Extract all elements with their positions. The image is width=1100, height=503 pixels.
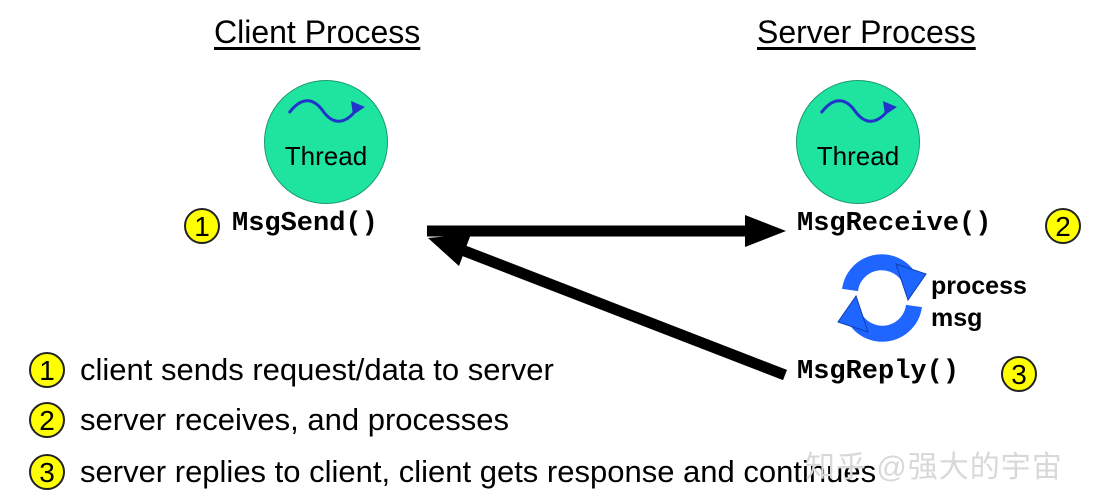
legend-2-badge: 2	[29, 402, 65, 438]
thread-wave-icon	[819, 99, 897, 123]
client-thread-circle: Thread	[264, 80, 388, 204]
reply-arrow	[428, 234, 787, 381]
thread-wave-icon	[287, 99, 365, 123]
legend-3-badge: 3	[29, 454, 65, 490]
process-msg-label: process msg	[931, 270, 1027, 334]
process-label-line2: msg	[931, 304, 983, 332]
client-thread-label: Thread	[284, 141, 368, 171]
server-thread-circle: Thread	[796, 80, 920, 204]
msgreceive-function: MsgReceive()	[797, 209, 992, 239]
msgreply-function: MsgReply()	[797, 357, 960, 387]
send-arrow	[427, 215, 786, 247]
process-cycle-icon	[837, 254, 927, 342]
legend-1-badge: 1	[29, 352, 65, 388]
step-1-badge: 1	[184, 208, 220, 244]
msgsend-function: MsgSend()	[232, 209, 378, 239]
legend-2-text: server receives, and processes	[80, 402, 510, 437]
step-3-badge: 3	[1001, 356, 1037, 392]
step-2-badge: 2	[1045, 208, 1081, 244]
server-process-title: Server Process	[757, 14, 976, 50]
client-process-title: Client Process	[214, 14, 421, 50]
legend-3-text: server replies to client, client gets re…	[80, 454, 877, 489]
server-thread-label: Thread	[816, 141, 900, 171]
legend-1-text: client sends request/data to server	[80, 352, 554, 387]
process-label-line1: process	[931, 272, 1027, 300]
watermark: 知乎 @强大的宇宙	[805, 451, 1063, 484]
